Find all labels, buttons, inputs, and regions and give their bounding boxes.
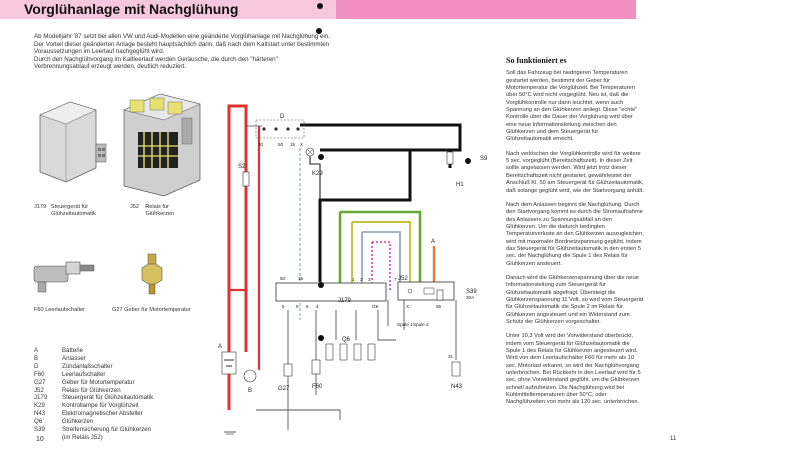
term-2: 2 — [360, 277, 363, 282]
page-number-left: 10 — [36, 436, 44, 443]
term-x2: X — [406, 304, 409, 309]
term-7: 7 — [394, 277, 397, 282]
header-band-left — [0, 0, 336, 19]
term-86: 86 — [436, 304, 442, 309]
intro-paragraph: Durch den Nachglühvorgang im Kaltleerlau… — [34, 55, 278, 71]
how-it-works-heading: So funktioniert es — [506, 56, 567, 65]
caption-g27: G27 Geber für Motortemperatur — [112, 307, 191, 313]
f60-idle-switch-drawing — [33, 261, 95, 293]
label-k29: K29 — [312, 171, 323, 177]
term-50b: 50 — [280, 276, 286, 281]
label-g27: G27 — [278, 386, 290, 392]
legend-row: (im Relais J52) — [62, 433, 103, 441]
schematic-labels: D S2 K29 H1 S9 J179 J52 S39 30A Q6 F60 G… — [218, 114, 488, 394]
label-d: D — [280, 114, 285, 120]
label-j52: J52 — [398, 276, 408, 282]
page-title: Vorglühanlage mit Nachglühung — [24, 1, 239, 17]
term-4: 4 — [316, 304, 319, 309]
caption-f60: F60 Leerlaufschalter — [34, 307, 85, 313]
term-gk: GK — [372, 304, 380, 309]
caption-j52: J52 Relais für Glühkerzen — [130, 204, 175, 217]
label-q6: Q6 — [342, 337, 351, 343]
header-band-right — [336, 0, 636, 19]
schematic-components — [221, 3, 471, 435]
label-j179: J179 — [338, 298, 352, 304]
how-it-works-paragraph: Nach dem Anlassen beginnt die Nachglühun… — [506, 201, 644, 267]
left-page — [0, 0, 336, 450]
page-number-right: 11 — [670, 436, 677, 442]
wiring-lines — [227, 104, 462, 430]
term-5: 5 — [282, 304, 285, 309]
label-30a: 30A — [466, 295, 475, 300]
g27-temperature-sensor-drawing — [141, 253, 163, 295]
term-x: X — [300, 142, 303, 147]
how-it-works-paragraph: Soll das Fahrzeug bei niedrigeren Temper… — [506, 70, 638, 143]
label-h1: H1 — [456, 182, 464, 188]
caption-j179: J179 Steuergerät für Glühzeitautomatik — [34, 204, 96, 217]
label-s9: S9 — [480, 156, 488, 162]
intro-paragraph: Der Vorteil dieser geänderten Anlage bes… — [34, 40, 330, 56]
intro-text: Ab Modelljahr '87 setzt bei allen VW und… — [34, 33, 334, 71]
term-30: 30 — [258, 142, 264, 147]
how-it-works-paragraph: Unter 10,3 Volt wird der Vorwiderstand ü… — [506, 333, 641, 406]
term-1: 1 — [352, 277, 355, 282]
term-31: 31 — [448, 354, 454, 359]
term-6: 6 — [306, 304, 309, 309]
label-a-orange: A — [431, 239, 435, 245]
term-15: 15 — [290, 142, 296, 147]
label-f60: F60 — [312, 384, 323, 390]
label-spule2: Spule 2 — [413, 322, 429, 327]
j52-relay-drawing — [123, 93, 201, 197]
intro-paragraph: Ab Modelljahr '87 setzt bei allen VW und… — [34, 33, 330, 40]
label-s2: S2 — [238, 164, 246, 170]
term-50: 50 — [278, 142, 284, 147]
label-a: A — [218, 344, 222, 350]
label-n43: N43 — [451, 384, 463, 390]
how-it-works-paragraph: Danach wird die Glühkerzenspannung über … — [506, 274, 644, 325]
term-15b: 15 — [298, 276, 304, 281]
term-9: 9 — [296, 304, 299, 309]
label-b: B — [248, 388, 252, 394]
j179-control-unit-drawing — [39, 101, 107, 183]
label-spule1: Spule 1 — [397, 322, 413, 327]
how-it-works-text: So funktioniert es Soll das Fahrzeug bei… — [506, 56, 644, 414]
label-s39: S39 — [466, 289, 477, 295]
term-3: 3 — [368, 277, 371, 282]
how-it-works-paragraph: Nach verlöschen der Vorglühkontrolle wir… — [506, 150, 644, 194]
right-page — [336, 0, 800, 450]
